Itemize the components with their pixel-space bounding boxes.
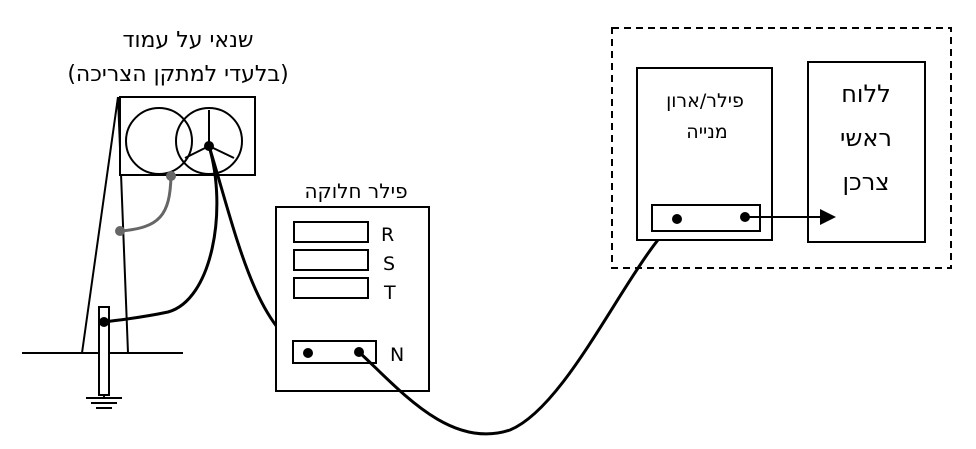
meter-pillar-label-line1: פילר/ארון	[666, 90, 744, 112]
transformer-box	[119, 96, 256, 176]
meter-bar-node-left	[672, 214, 682, 224]
phase-bar-s	[293, 249, 369, 271]
phase-s-label: S	[383, 253, 395, 275]
neutral-bar-node-left	[303, 348, 313, 358]
transformer-title-line2: (בלעדי למתקן הצריכה)	[67, 62, 288, 87]
neutral-to-meter-wire	[357, 217, 679, 436]
main-panel-box	[807, 61, 926, 243]
neutral-label: N	[390, 344, 404, 366]
phase-bar-r	[293, 221, 369, 243]
grey-wire-node-pole	[115, 226, 125, 236]
transformer-title-line1: שנאי על עמוד	[122, 28, 253, 53]
ground-electrode	[86, 306, 122, 409]
grey-wire-node-top	[166, 171, 176, 181]
phase-t-label: T	[383, 282, 396, 304]
ground-rod-node	[99, 317, 109, 327]
consumer-premises-boundary	[611, 27, 952, 269]
main-panel-label-line1: ללוח	[841, 80, 891, 108]
meter-pillar-label-line2: מנייה	[686, 121, 727, 143]
neutral-to-ground-wire	[102, 144, 219, 324]
transformer-coil-left	[125, 107, 193, 175]
pole-left-leg	[81, 96, 119, 354]
neutral-bar	[292, 340, 377, 364]
main-panel-label-line2: ראשי	[840, 124, 892, 152]
phase-bar-t	[293, 277, 369, 299]
meter-pillar	[636, 67, 773, 241]
phase-r-label: R	[381, 224, 394, 246]
main-panel-label-line3: צרכן	[842, 168, 889, 196]
distribution-pillar-label: פילר חלוקה	[304, 179, 407, 203]
distribution-pillar	[275, 206, 430, 392]
pole-transformer	[119, 96, 256, 176]
grey-earth-wire	[118, 174, 173, 233]
feed-arrow-head	[820, 209, 836, 225]
transformer-coil-right	[175, 107, 243, 175]
